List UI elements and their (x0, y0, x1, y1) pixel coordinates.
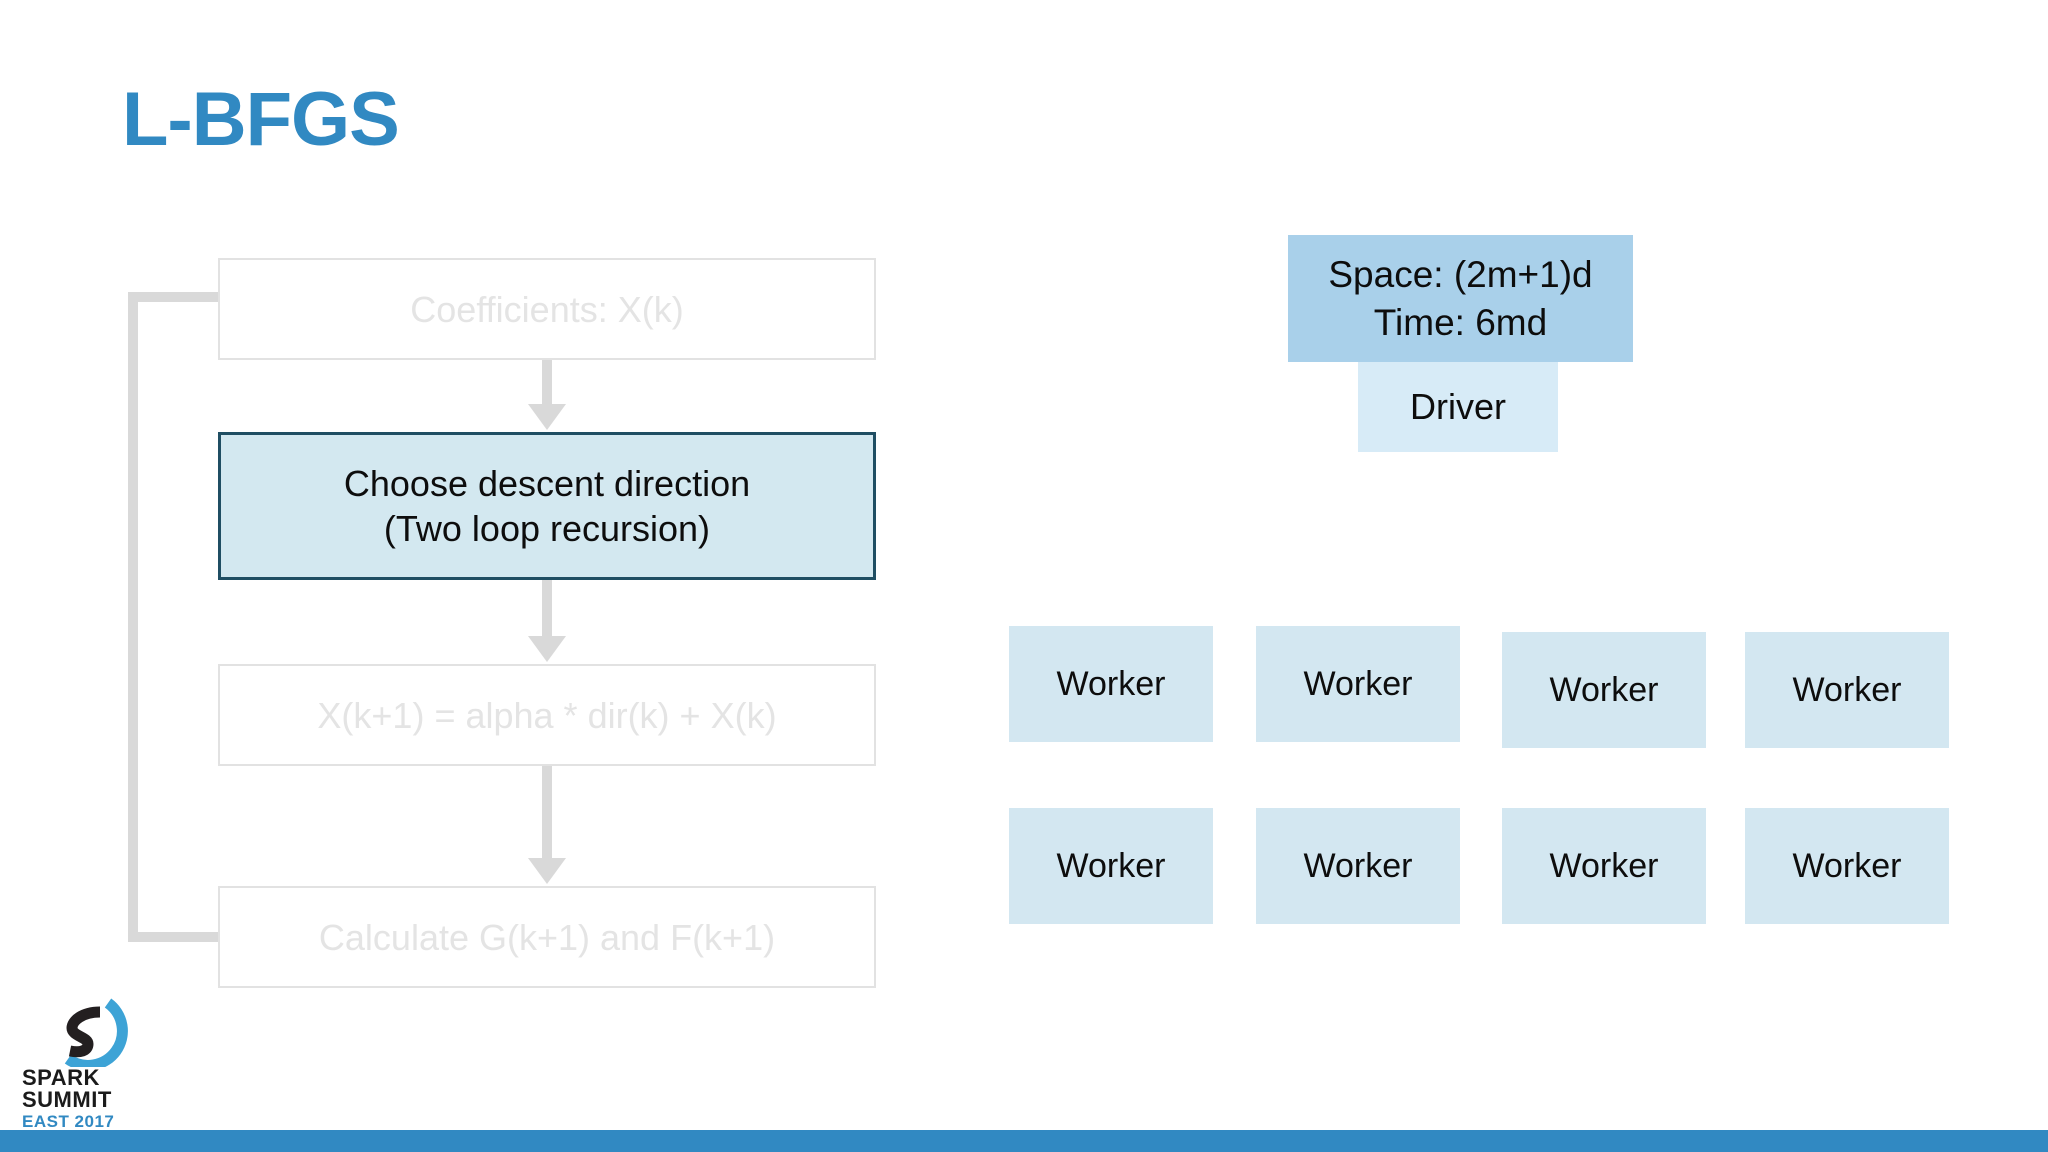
cluster-worker-box: Worker (1502, 632, 1706, 748)
page-title: L-BFGS (122, 77, 400, 162)
driver-complexity-callout: Space: (2m+1)d Time: 6md (1288, 235, 1633, 362)
connector-arrow-3-head-icon (528, 858, 566, 884)
cluster-worker-box: Worker (1502, 808, 1706, 924)
connector-arrow-1-stem (542, 360, 552, 406)
logo-text-summit: SUMMIT (22, 1087, 112, 1112)
loopback-arrow-segment-bottom (128, 932, 224, 942)
cluster-worker-box: Worker (1009, 626, 1213, 742)
connector-arrow-2-head-icon (528, 636, 566, 662)
connector-arrow-2-stem (542, 580, 552, 638)
spark-summit-logo: SPARK SUMMIT EAST 2017 (22, 995, 152, 1130)
connector-arrow-1-head-icon (528, 404, 566, 430)
cluster-worker-box: Worker (1009, 808, 1213, 924)
loopback-arrow-segment-top (128, 292, 238, 302)
flow-box-coefficients: Coefficients: X(k) (218, 258, 876, 360)
flow-box-choose-descent-direction: Choose descent direction (Two loop recur… (218, 432, 876, 580)
flow-box-calculate-gradient: Calculate G(k+1) and F(k+1) (218, 886, 876, 988)
cluster-worker-box: Worker (1745, 632, 1949, 748)
footer-accent-bar (0, 1130, 2048, 1152)
cluster-worker-box: Worker (1256, 626, 1460, 742)
connector-arrow-3-stem (542, 766, 552, 860)
cluster-worker-box: Worker (1256, 808, 1460, 924)
spark-logo-mark-icon (64, 998, 128, 1067)
logo-text-east-2017: EAST 2017 (22, 1112, 115, 1131)
cluster-worker-box: Worker (1745, 808, 1949, 924)
logo-text-spark: SPARK (22, 1065, 100, 1090)
flow-box-update-coefficients: X(k+1) = alpha * dir(k) + X(k) (218, 664, 876, 766)
cluster-driver-box: Driver (1358, 362, 1558, 452)
loopback-arrow-segment-left (128, 292, 138, 940)
spark-logo-wordmark: SPARK SUMMIT EAST 2017 (22, 1065, 152, 1131)
